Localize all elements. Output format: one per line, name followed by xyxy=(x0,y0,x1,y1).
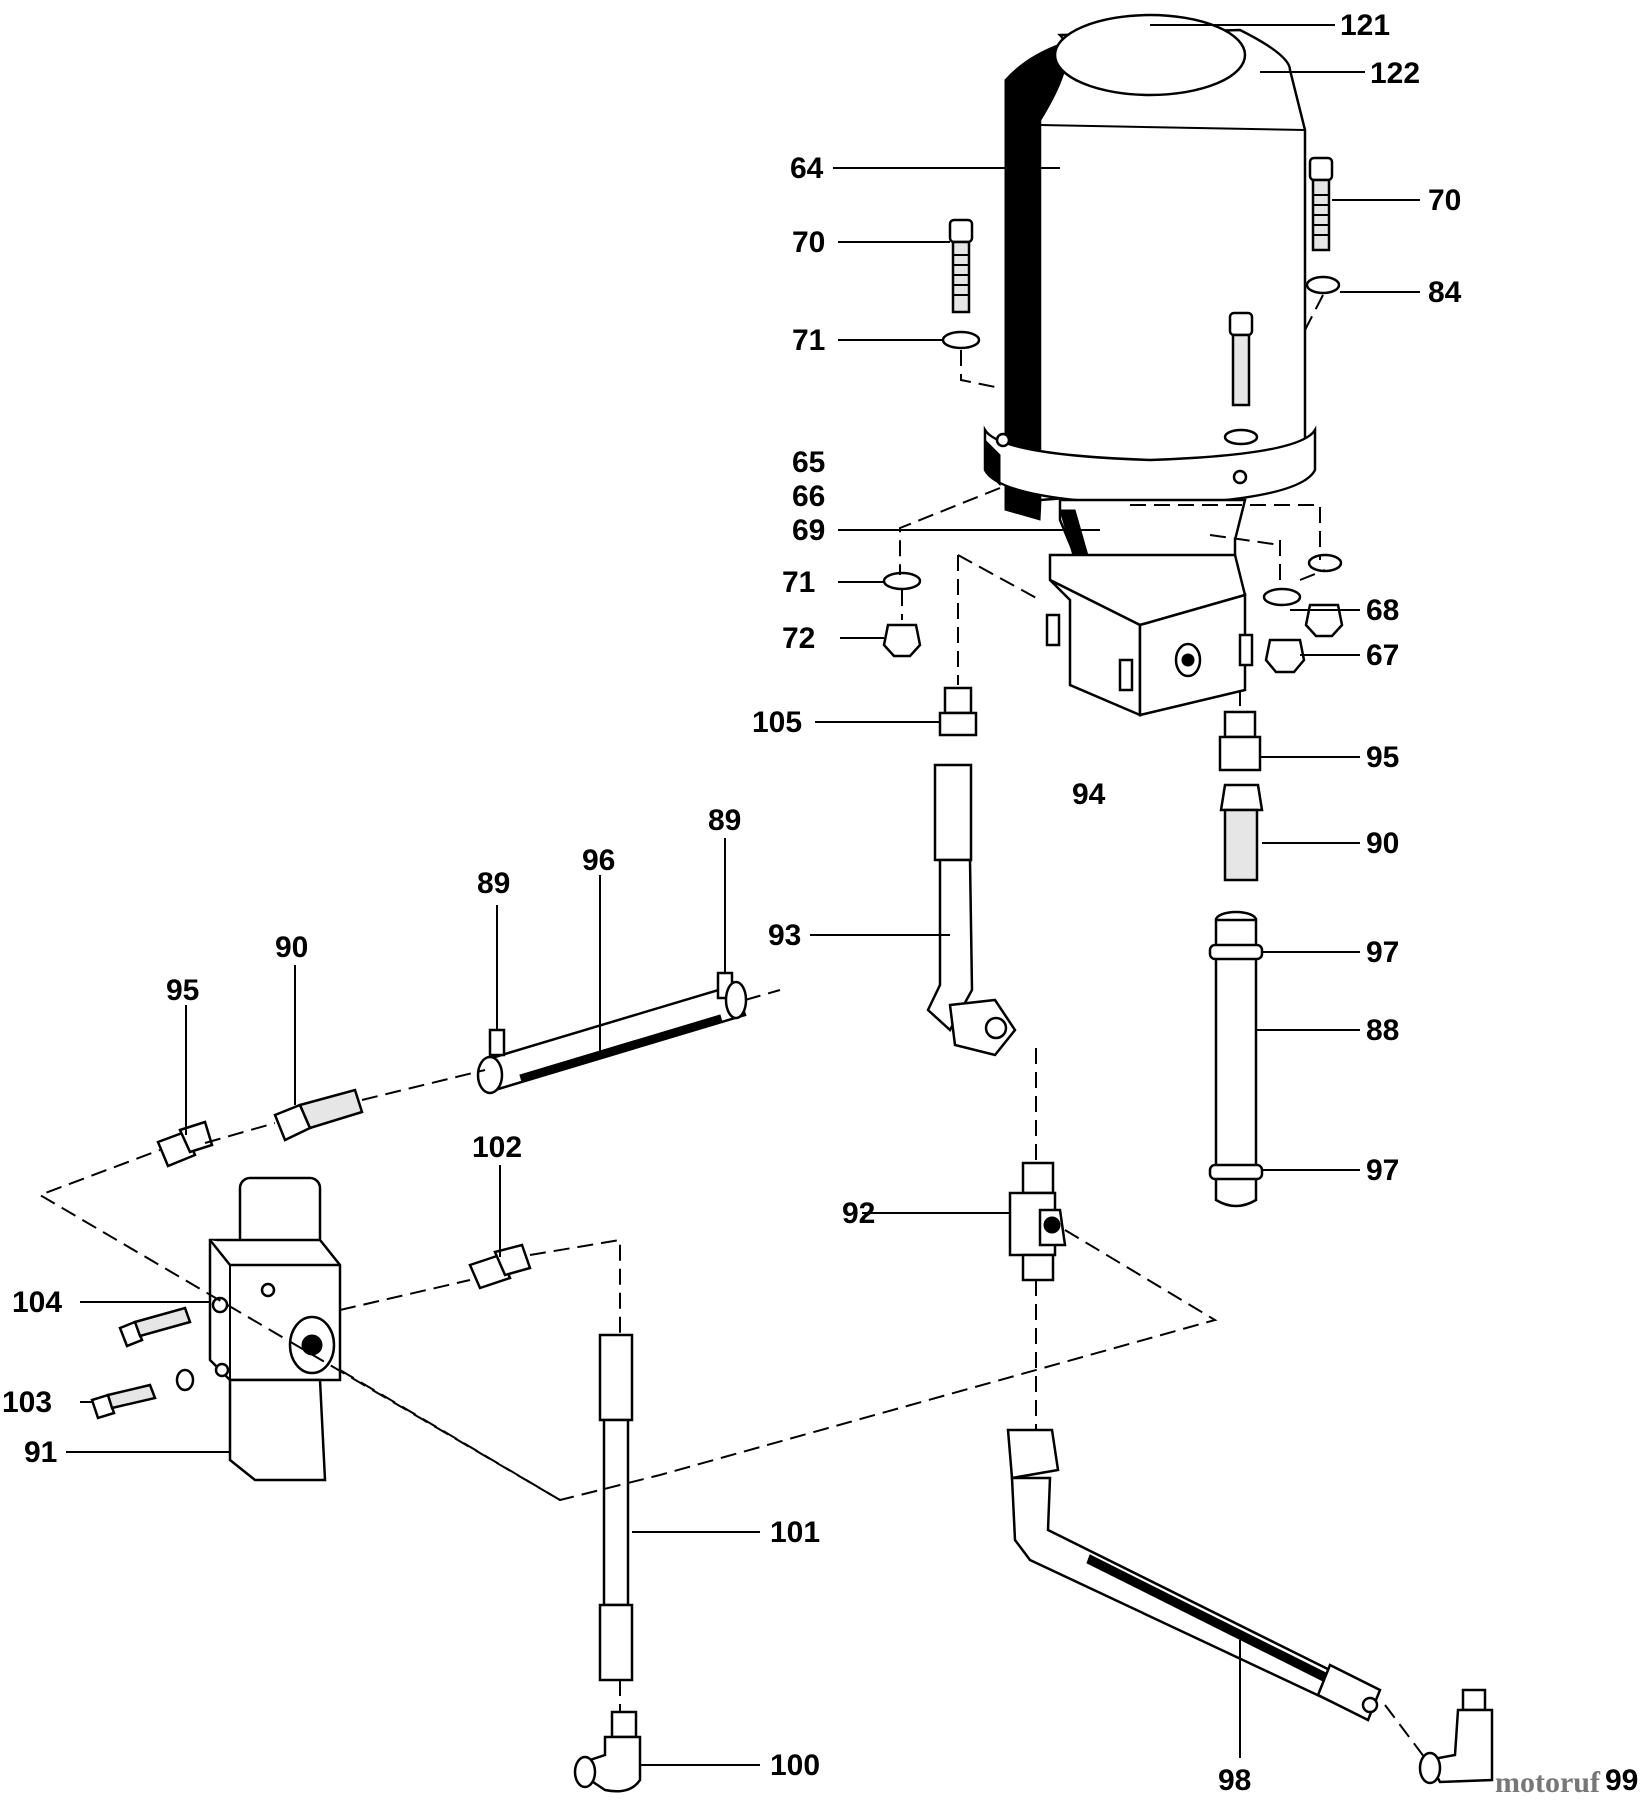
hose-101 xyxy=(598,1333,634,1682)
bolt-104 xyxy=(118,1306,192,1348)
fitting-102 xyxy=(468,1243,532,1290)
washer-84 xyxy=(1305,275,1341,295)
elbow-100 xyxy=(573,1710,642,1793)
washer-84b xyxy=(1307,553,1343,573)
label-97-bottom: 97 xyxy=(1366,1154,1399,1187)
fitting-105 xyxy=(938,686,978,737)
part-labels: 121 122 64 70 70 84 71 65 66 69 71 72 68… xyxy=(2,9,1638,1797)
washer-68 xyxy=(1262,587,1302,607)
nut-68b xyxy=(1304,603,1344,638)
label-101: 101 xyxy=(770,1516,820,1549)
label-89-right: 89 xyxy=(708,804,741,837)
bolt-center xyxy=(1223,311,1259,446)
label-70-right: 70 xyxy=(1428,184,1461,217)
screws-block xyxy=(1045,613,1254,692)
label-95-right: 95 xyxy=(1366,741,1399,774)
label-122: 122 xyxy=(1370,57,1420,90)
label-88: 88 xyxy=(1366,1014,1399,1047)
label-84: 84 xyxy=(1428,276,1462,309)
hose-98 xyxy=(1006,1428,1382,1722)
washer-71-top xyxy=(941,330,981,350)
manifold-block-94 xyxy=(1048,553,1247,717)
hose-96 xyxy=(476,971,748,1095)
bolt-103 xyxy=(90,1368,195,1420)
label-71-bottom: 71 xyxy=(782,566,815,599)
watermark: motoruf xyxy=(1495,1766,1601,1799)
fitting-95-right xyxy=(1218,710,1262,772)
bolt-70-left xyxy=(948,218,974,314)
label-104: 104 xyxy=(12,1286,62,1319)
nut-67 xyxy=(1264,638,1306,674)
pipe-88 xyxy=(1208,910,1264,1208)
leader-lines xyxy=(66,24,1420,1766)
hose-end-90-left xyxy=(273,1088,364,1142)
hose-end-90-right xyxy=(1219,783,1264,882)
label-95-left: 95 xyxy=(166,974,199,1007)
assembly-lines xyxy=(37,294,1429,1763)
bolt-70-right xyxy=(1308,156,1334,252)
label-90-left: 90 xyxy=(275,931,308,964)
label-99: 99 xyxy=(1605,1764,1638,1797)
label-97-top: 97 xyxy=(1366,936,1399,969)
label-103: 103 xyxy=(2,1386,52,1419)
elbow-99 xyxy=(1418,1688,1494,1785)
nut-72 xyxy=(882,623,922,658)
tank-assembly xyxy=(983,13,1317,582)
hose-93 xyxy=(926,763,1017,1057)
tee-fitting-92 xyxy=(1008,1161,1067,1282)
label-66: 66 xyxy=(792,480,825,513)
label-69: 69 xyxy=(792,514,825,547)
label-65: 65 xyxy=(792,446,825,479)
label-93: 93 xyxy=(768,919,801,952)
label-72: 72 xyxy=(782,622,815,655)
label-100: 100 xyxy=(770,1749,820,1782)
fitting-95-left xyxy=(156,1120,214,1168)
label-89-left: 89 xyxy=(477,867,510,900)
label-102: 102 xyxy=(472,1131,522,1164)
label-98: 98 xyxy=(1218,1764,1251,1797)
valve-body-91 xyxy=(208,1176,342,1482)
washer-71-bottom xyxy=(882,571,922,591)
label-64: 64 xyxy=(790,152,824,185)
label-91: 91 xyxy=(24,1436,57,1469)
label-71-top: 71 xyxy=(792,324,825,357)
label-94: 94 xyxy=(1072,778,1106,811)
label-121: 121 xyxy=(1340,9,1390,42)
label-92: 92 xyxy=(842,1197,875,1230)
label-105: 105 xyxy=(752,706,802,739)
label-68: 68 xyxy=(1366,594,1399,627)
label-90-right: 90 xyxy=(1366,827,1399,860)
label-70-left: 70 xyxy=(792,226,825,259)
label-67: 67 xyxy=(1366,639,1399,672)
label-96: 96 xyxy=(582,844,615,877)
